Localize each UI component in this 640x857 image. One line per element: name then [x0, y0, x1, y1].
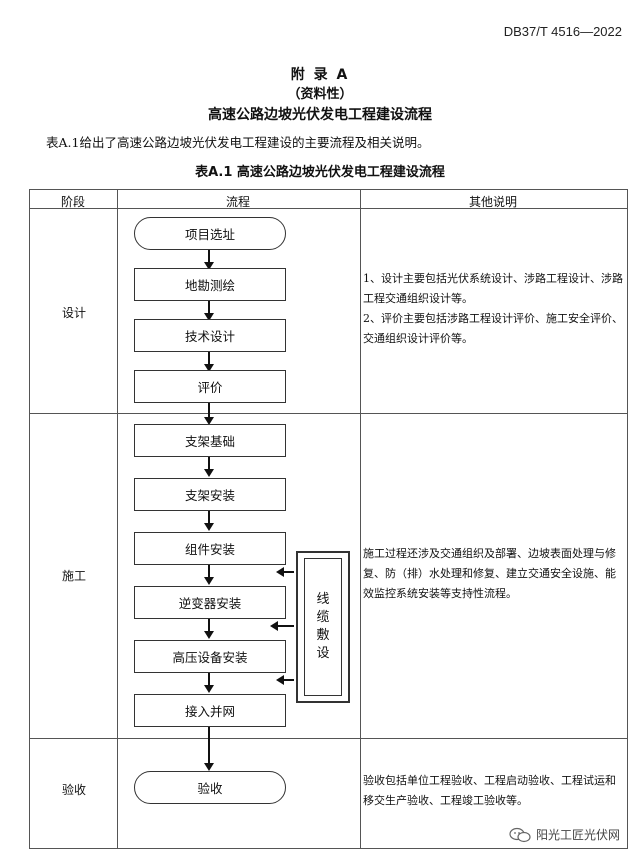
step-site-selection[interactable]: 项目选址: [134, 217, 286, 250]
step-evaluation[interactable]: 评价: [134, 370, 286, 403]
step-bracket-foundation[interactable]: 支架基础: [134, 424, 286, 457]
step-tech-design[interactable]: 技术设计: [134, 319, 286, 352]
standard-code: DB37/T 4516—2022: [503, 24, 622, 39]
appendix-label: 附 录 A: [290, 67, 350, 83]
note-design-2: 2、评价主要包括涉路工程设计评价、施工安全评价、交通组织设计评价等。: [363, 312, 623, 345]
step-acceptance[interactable]: 验收: [134, 771, 286, 804]
watermark: 阳光工匠光伏网: [509, 826, 620, 843]
stage-design: 设计: [62, 306, 87, 320]
intro-paragraph: 表A.1给出了高速公路边坡光伏发电工程建设的主要流程及相关说明。: [46, 135, 430, 150]
stage-acceptance: 验收: [62, 783, 87, 797]
note-construction: 施工过程还涉及交通组织及部署、边坡表面处理与修复、防（排）水处理和修复、建立交通…: [363, 547, 616, 600]
step-grid-connect[interactable]: 接入并网: [134, 694, 286, 727]
header-stage: 阶段: [61, 195, 86, 209]
step-bracket-install[interactable]: 支架安装: [134, 478, 286, 511]
appendix-nature: （资料性）: [287, 87, 353, 102]
wechat-icon: [509, 827, 531, 842]
note-design-1: 1、设计主要包括光伏系统设计、涉路工程设计、涉路工程交通组织设计等。: [363, 272, 623, 305]
header-process: 流程: [226, 195, 251, 209]
note-design: 1、设计主要包括光伏系统设计、涉路工程设计、涉路工程交通组织设计等。 2、评价主…: [363, 269, 625, 349]
cable-laying-box[interactable]: 线 缆 敷 设: [296, 551, 350, 703]
table-title: 表A.1 高速公路边坡光伏发电工程建设流程: [195, 165, 445, 180]
note-acceptance: 验收包括单位工程验收、工程启动验收、工程试运和移交生产验收、工程竣工验收等。: [363, 774, 616, 807]
stage-construction: 施工: [62, 569, 87, 583]
appendix-title: 高速公路边坡光伏发电工程建设流程: [208, 107, 432, 123]
step-hv-install[interactable]: 高压设备安装: [134, 640, 286, 673]
watermark-text: 阳光工匠光伏网: [535, 828, 620, 842]
step-survey[interactable]: 地勘测绘: [134, 268, 286, 301]
header-notes: 其他说明: [469, 195, 518, 209]
cable-laying-label: 线 缆 敷 设: [316, 592, 330, 661]
step-inverter-install[interactable]: 逆变器安装: [134, 586, 286, 619]
step-module-install[interactable]: 组件安装: [134, 532, 286, 565]
